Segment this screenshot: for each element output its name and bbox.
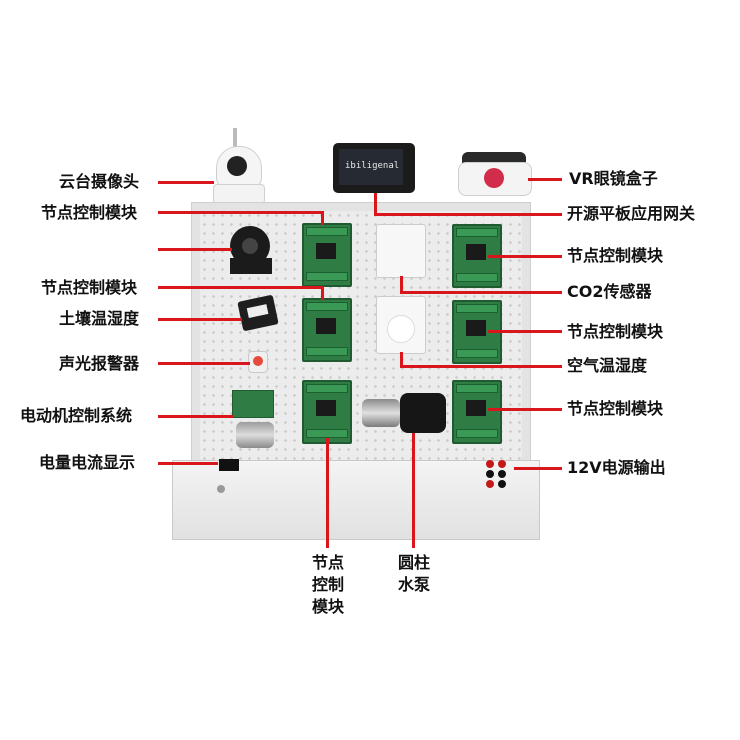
callout-line-node-bottom — [326, 438, 329, 548]
base-cabinet — [172, 459, 540, 540]
callout-line-motor — [158, 415, 234, 418]
co2-sensor-box — [376, 224, 426, 278]
air-sensor-box — [376, 296, 426, 354]
label-alarm: 声光报警器 — [59, 354, 140, 373]
label-node-module-r1: 节点控制模块 — [567, 246, 664, 265]
label-tablet-gateway: 开源平板应用网关 — [567, 204, 696, 223]
callout-line-power-output — [514, 467, 562, 470]
node-module-6 — [452, 380, 502, 444]
callout-line-camera — [158, 181, 214, 184]
node-module-2 — [302, 298, 352, 362]
tablet-screen-text: ibiligenal — [345, 161, 400, 171]
callout-line-node-2-v — [321, 286, 324, 300]
callout-line-power-display — [158, 462, 218, 465]
label-node-module-r2: 节点控制模块 — [567, 322, 664, 341]
power-switch — [217, 485, 225, 493]
callout-line-co2-v — [400, 276, 403, 293]
alarm — [248, 351, 268, 373]
callout-line-pump — [412, 433, 415, 548]
callout-line-fan — [158, 248, 232, 251]
label-co2-sensor: CO2传感器 — [567, 282, 652, 301]
node-module-1 — [302, 223, 352, 287]
fan — [230, 226, 272, 276]
label-water-pump: 圆柱 水泵 — [397, 553, 430, 594]
label-power-display: 电量电流显示 — [39, 453, 136, 472]
callout-line-node-r2 — [488, 330, 562, 333]
callout-line-node-1 — [158, 211, 323, 214]
node-module-3 — [302, 380, 352, 444]
label-node-module-1: 节点控制模块 — [41, 203, 138, 222]
callout-line-node-r3 — [488, 408, 562, 411]
motor-board — [232, 390, 274, 418]
camera — [213, 128, 265, 204]
power-terminals — [486, 458, 512, 490]
callout-line-soil — [158, 318, 242, 321]
label-air-temp-humidity: 空气温湿度 — [567, 356, 648, 375]
vr-box — [458, 152, 532, 196]
callout-line-air — [400, 365, 562, 368]
power-display-screen — [219, 459, 239, 471]
callout-line-vr — [528, 178, 562, 181]
label-node-module-bottom: 节点 控制 模块 — [311, 553, 344, 616]
tablet: ibiligenal — [333, 143, 415, 193]
callout-line-tablet — [374, 213, 562, 216]
callout-line-node-1-v — [321, 211, 324, 225]
motor — [236, 422, 274, 448]
callout-line-node-2 — [158, 286, 323, 289]
callout-line-alarm — [158, 362, 250, 365]
callout-line-node-r1 — [488, 255, 562, 258]
label-node-module-2: 节点控制模块 — [41, 278, 138, 297]
callout-line-co2 — [400, 291, 562, 294]
label-camera: 云台摄像头 — [59, 172, 140, 191]
callout-line-air-v — [400, 352, 403, 367]
label-node-module-r3: 节点控制模块 — [567, 399, 664, 418]
callout-line-tablet-v — [374, 193, 377, 215]
label-soil-humidity: 土壤温湿度 — [59, 309, 140, 328]
water-pump — [362, 393, 446, 433]
label-vr-box: VR眼镜盒子 — [569, 169, 658, 188]
label-motor-control: 电动机控制系统 — [20, 406, 133, 425]
label-power-output: 12V电源输出 — [567, 458, 666, 477]
